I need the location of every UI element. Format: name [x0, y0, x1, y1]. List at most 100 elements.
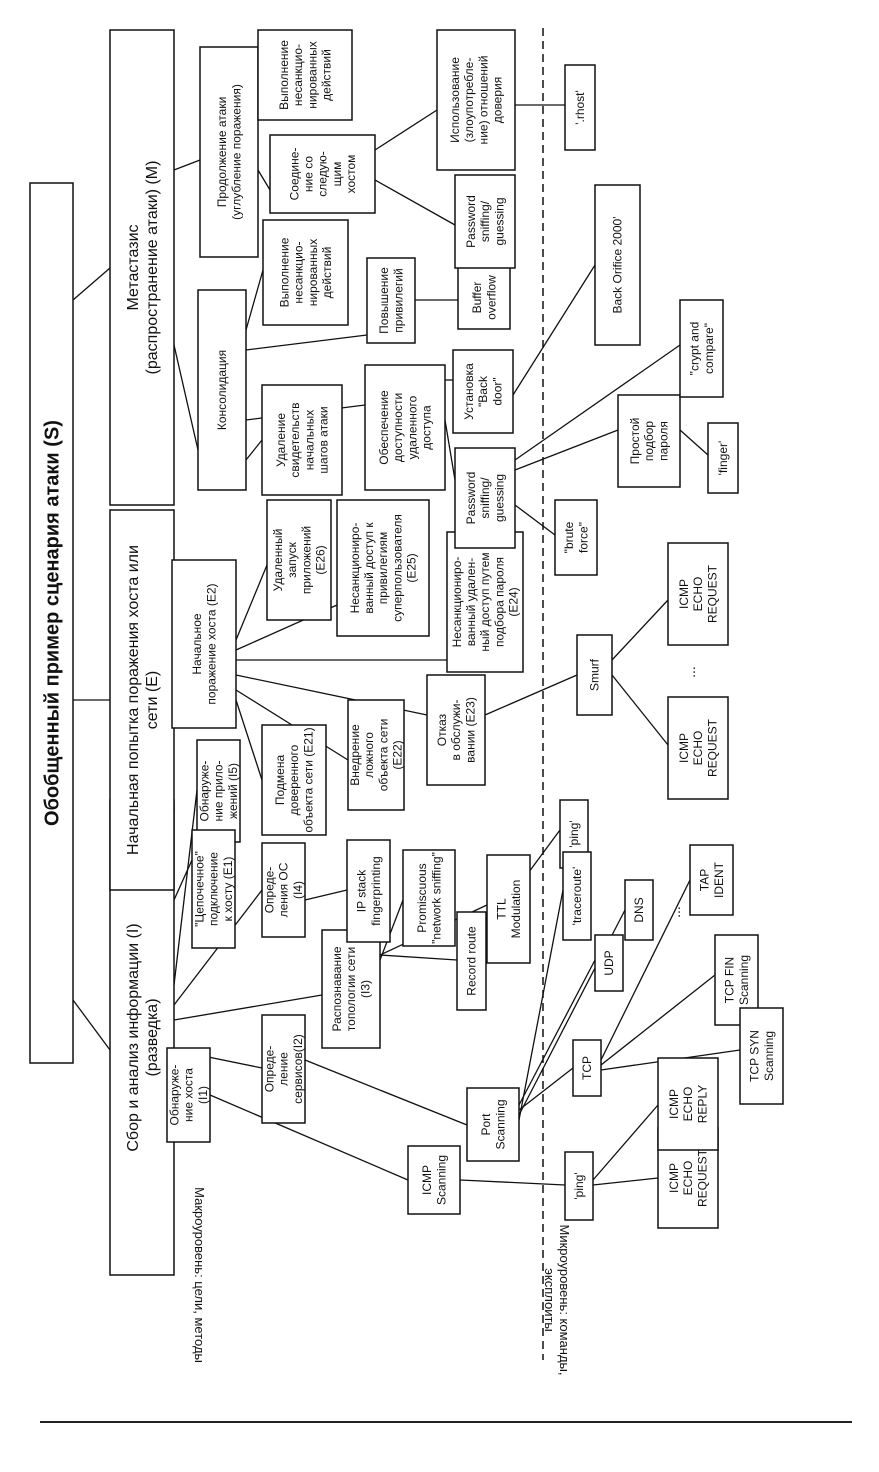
node-label-line: привилегий — [391, 268, 405, 332]
node-label: TCP FINScanning — [723, 955, 751, 1005]
node-ttl-mod: TTLModulation — [486, 854, 531, 964]
node-label-line: ECHO — [681, 1161, 695, 1196]
node-label-line: ICMP — [667, 1089, 681, 1119]
node-label-line: (разведка) — [144, 998, 161, 1076]
node-box — [347, 699, 405, 811]
connector-line — [600, 974, 716, 1066]
node-label-line: (распространение атаки) (M) — [144, 161, 161, 375]
node-box — [466, 1087, 520, 1162]
node-label-line: ICMP — [667, 1163, 681, 1193]
node-label: Использование(злоупотребле-ние) отношени… — [448, 56, 504, 145]
node-label-line: доступности — [391, 393, 405, 462]
node-box — [261, 1014, 306, 1124]
node-label: Подменадоверенногообъекта сети (E21) — [273, 727, 315, 832]
node-label: "crypt andcompare" — [688, 322, 716, 376]
node-label-line: (I4) — [291, 881, 305, 899]
node-label-line: Установка — [462, 363, 476, 420]
node-e25: Несанкциониро-ванный доступ кпривилегиям… — [336, 499, 430, 637]
node-label-line: 'traceroute' — [570, 867, 584, 926]
node-label-line: DNS — [632, 897, 646, 922]
node-label-line: Обобщенный пример сценария атаки (S) — [42, 420, 64, 826]
node-box — [166, 1047, 211, 1143]
node-label-line: приложений — [299, 526, 313, 594]
node-label: Smurf — [588, 658, 602, 691]
node-label: TCP SYNScanning — [748, 1030, 776, 1082]
connector-line — [235, 564, 268, 641]
node-box — [576, 634, 613, 716]
micro-level-label-line2: эксплоиты — [542, 1268, 557, 1332]
node-box — [269, 134, 376, 214]
node-label: Back Orifice 2000' — [611, 216, 625, 313]
node-label: Соедине-ние соследую-щимхостом — [287, 148, 358, 201]
node-label-line: ние со — [302, 156, 316, 192]
node-label: Record route — [465, 926, 479, 996]
node-consolid: Консолидация — [197, 289, 247, 491]
node-label-line: начальных — [302, 410, 316, 470]
node-ipstack: IP stackfingerprinting — [346, 839, 391, 943]
node-label-line: ние хоста — [182, 1068, 196, 1122]
node-label-line: Password — [464, 472, 478, 525]
node-label-line: force" — [576, 522, 590, 553]
node-label-line: Простой — [628, 418, 642, 465]
node-box — [199, 46, 259, 258]
node-label-line: REQUEST — [705, 718, 719, 777]
node-box — [452, 349, 514, 434]
node-label: ICMPECHOREQUEST — [667, 1148, 709, 1207]
node-label-line: (I1) — [196, 1086, 210, 1104]
node-box — [457, 265, 511, 330]
node-label-line: TAP — [698, 869, 712, 891]
node-label: Консолидация — [215, 350, 229, 430]
node-label-line: пароля — [656, 421, 670, 461]
connector-line — [72, 999, 111, 1051]
node-label-line: доступа — [419, 405, 433, 450]
node-label-line: объекта сети — [376, 719, 390, 792]
node-label-line: Распознавание — [330, 946, 344, 1031]
node-label-line: сервисов(I2) — [291, 1034, 305, 1104]
node-label: Распознаваниетопологии сети(I3) — [330, 946, 372, 1031]
node-label-line: Password — [464, 195, 478, 248]
node-label-line: щим — [330, 162, 344, 187]
node-label-line: Сбор и анализ информации (I) — [125, 923, 142, 1151]
node-label-line: ванный доступ к — [362, 522, 376, 614]
node-e24: Несанкциониро-ванный удален-ный доступ п… — [446, 531, 524, 673]
node-label-line: "Цепочечное" — [193, 851, 207, 927]
node-label-line: "Back — [476, 375, 490, 407]
node-box — [197, 289, 247, 491]
node-label: DNS — [632, 897, 646, 922]
node-label: 'ping' — [572, 1172, 586, 1199]
node-label-line: ECHO — [681, 1087, 695, 1122]
node-label-line: Консолидация — [215, 350, 229, 430]
node-box — [191, 829, 236, 949]
connector-line — [592, 1177, 659, 1186]
node-label-line: шагов атаки — [316, 406, 330, 473]
node-label-line: Port — [479, 1113, 493, 1136]
connector-line — [518, 959, 596, 1106]
connector-line — [374, 109, 438, 151]
node-label: TCP — [580, 1056, 594, 1080]
node-label-line: Отказ — [435, 713, 449, 746]
node-label-line: вании (E23) — [463, 697, 477, 763]
node-label-line: "network sniffing" — [429, 852, 443, 944]
node-label-line: нированных — [306, 239, 320, 306]
node-box — [402, 849, 456, 947]
node-box — [667, 696, 729, 800]
node-box — [564, 1151, 594, 1221]
node-label-line: Scanning — [737, 955, 751, 1005]
connector-line — [459, 1179, 566, 1186]
node-box — [321, 929, 381, 1049]
node-label-line: ложного — [362, 732, 376, 778]
connector-line — [173, 789, 198, 986]
node-label: "Цепочечное"подключениек хосту (E1) — [193, 851, 235, 927]
node-label: Несанкциониро-ванный удален-ный доступ п… — [450, 552, 521, 651]
node-label: Отказв обслужи-вании (E23) — [435, 697, 477, 763]
connector-line — [374, 179, 456, 226]
node-box — [29, 182, 74, 1064]
node-label-line: Back Orifice 2000' — [611, 216, 625, 313]
node-tcp: TCP — [572, 1039, 602, 1097]
connector-line — [512, 264, 596, 396]
node-e1: "Цепочечное"подключениек хосту (E1) — [191, 829, 236, 949]
node-bo2000: Back Orifice 2000' — [594, 184, 641, 346]
node-m-connect: Соедине-ние соследую-щимхостом — [269, 134, 376, 214]
connector-line — [235, 699, 263, 781]
node-e2: Начальноепоражение хоста (E2) — [171, 559, 237, 729]
